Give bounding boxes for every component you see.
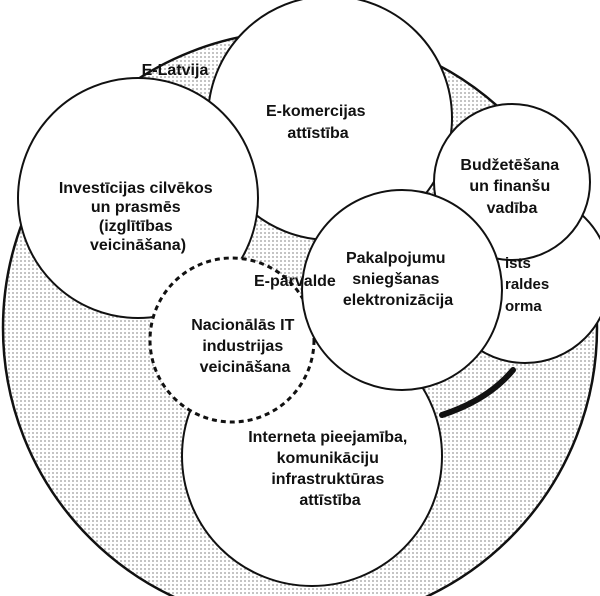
label-internet: Interneta pieejamība, komunikāciju infra…	[248, 429, 412, 509]
label-services: Pakalpojumu sniegšanas elektronizācija	[343, 250, 453, 309]
circle-it-industry	[148, 256, 316, 424]
label-budget: Budžetēšana un finanšu vadība	[460, 157, 563, 217]
circle-services	[301, 189, 503, 391]
label-e-commerce: E-komercijas attīstība	[266, 103, 370, 142]
label-admin-reform: ists raldes orma	[505, 255, 553, 315]
label-investment: Investīcijas cilvēkos un prasmēs (izglīt…	[59, 180, 217, 254]
outer-label: E-Latvija	[142, 62, 209, 79]
inner-label: E-pārvalde	[254, 273, 336, 290]
e-parvalde-arc-bottom	[439, 367, 516, 418]
circle-investment	[17, 77, 259, 319]
label-it-industry: Nacionālās IT industrijas veicināšana	[191, 317, 299, 376]
